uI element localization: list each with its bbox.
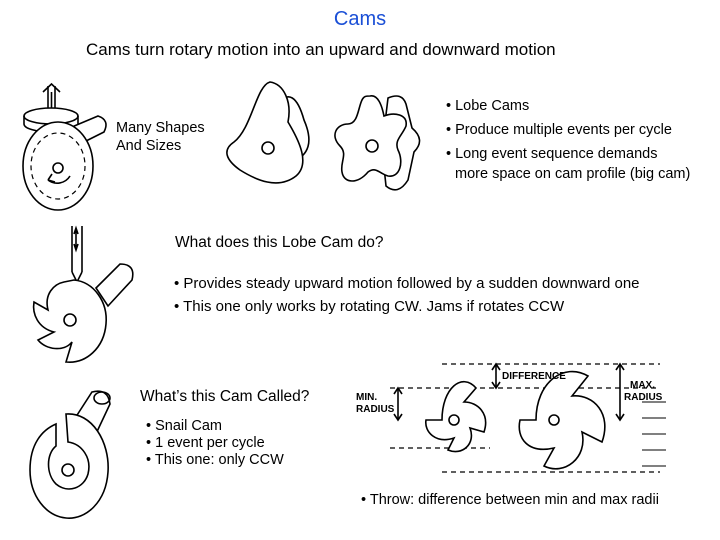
lobe-list-item: • Long event sequence demands — [446, 146, 658, 162]
disc-cam-illustration — [22, 82, 107, 211]
left-cam-profile — [425, 381, 487, 453]
five-lobe-cam-illustration — [334, 95, 421, 191]
lobe-cam-answer: • Provides steady upward motion followed… — [174, 275, 640, 292]
max-radius-label-line2: RADIUS — [624, 392, 663, 403]
lobe-list-item: • Lobe Cams — [446, 98, 530, 114]
min-radius-label-line2: RADIUS — [356, 404, 395, 415]
question-lobe-cam: What does this Lobe Cam do? — [175, 234, 384, 251]
throw-definition: • Throw: difference between min and max … — [361, 492, 659, 508]
question-snail-cam: What’s this Cam Called? — [140, 388, 310, 405]
lobe-cams-list: • Lobe Cams • Produce multiple events pe… — [446, 94, 690, 182]
snail-cam-answer: • This one: only CCW — [146, 452, 284, 468]
shapes-label-line1: Many Shapes — [116, 120, 205, 136]
difference-label: DIFFERENCE — [502, 371, 566, 382]
max-radius-label-line1: MAX. — [630, 380, 655, 391]
ratchet-lobe-cam-illustration — [32, 225, 134, 363]
lobe-list-item: • Produce multiple events per cycle — [446, 122, 672, 138]
lobe-list-item: more space on cam profile (big cam) — [455, 166, 691, 182]
lobe-cam-answer: • This one only works by rotating CW. Ja… — [174, 298, 565, 315]
three-lobe-cam-illustration — [226, 81, 310, 184]
snail-cam-illustration — [29, 390, 111, 519]
page-title: Cams — [333, 8, 387, 30]
lobe-cam-answers: • Provides steady upward motion followed… — [174, 272, 640, 318]
snail-cam-answers: • Snail Cam • 1 event per cycle • This o… — [146, 418, 284, 469]
cam-throw-diagram: DIFFERENCE MIN. RADIUS MAX. RADIUS — [350, 358, 668, 476]
snail-cam-answer: • 1 event per cycle — [146, 435, 265, 451]
min-radius-label-line1: MIN. — [356, 392, 377, 403]
shapes-label-line2: And Sizes — [116, 138, 182, 154]
shapes-label: Many Shapes And Sizes — [116, 119, 205, 155]
page-subtitle: Cams turn rotary motion into an upward a… — [86, 40, 556, 59]
snail-cam-answer: • Snail Cam — [146, 418, 222, 434]
right-cam-profile — [518, 370, 606, 470]
